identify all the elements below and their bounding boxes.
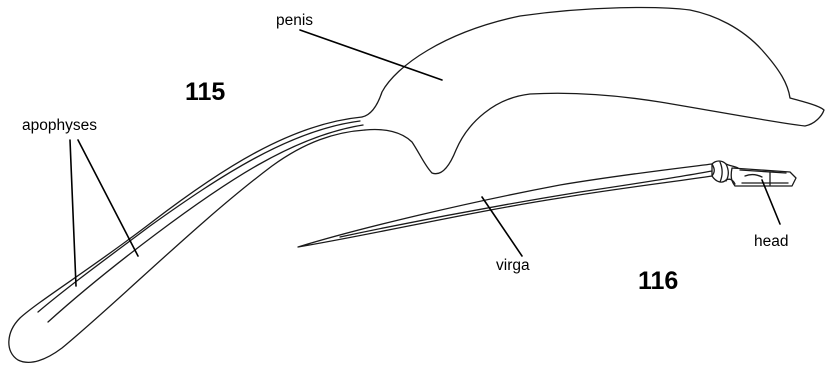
- figure-116-drawing: [298, 161, 796, 247]
- head-label: head: [754, 233, 788, 250]
- apophysis-inner-line-1: [38, 121, 360, 312]
- apophyses-leader-left: [70, 140, 76, 286]
- figure-115-drawing: [9, 8, 824, 363]
- virga-head: [712, 161, 796, 186]
- apophyses-leader-right: [78, 140, 138, 256]
- figure-number-116: 116: [638, 267, 678, 295]
- virga-outline: [298, 164, 712, 247]
- apophyses-label: apophyses: [22, 117, 97, 134]
- figure-number-115: 115: [185, 78, 225, 106]
- apophysis-inner-line-2: [48, 125, 363, 322]
- virga-label: virga: [496, 257, 530, 274]
- penis-outline-upper: [362, 8, 824, 174]
- apophysis-outer: [9, 117, 365, 362]
- penis-label: penis: [276, 12, 313, 29]
